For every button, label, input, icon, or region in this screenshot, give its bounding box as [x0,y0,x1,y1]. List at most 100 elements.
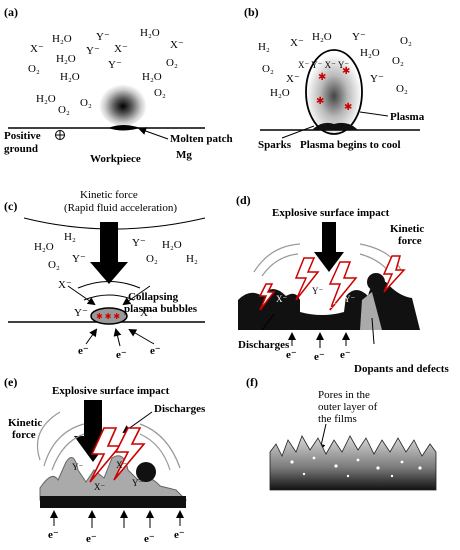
electron-label: e⁻ [78,345,89,357]
plasma-label: Plasma [390,111,425,123]
electron-label: e⁻ [86,533,97,545]
plasma-bubble [99,82,147,126]
species: H₂O [162,239,182,251]
species: O₂ [48,259,60,271]
svg-text:✱: ✱ [316,96,324,107]
species: O₂ [166,57,178,69]
electron-label: e⁻ [48,529,59,541]
discharge-bolts [89,427,146,483]
panel-d-ions: X⁻ Y⁻ X⁻ Y⁻ [276,286,355,310]
pores-label-line3: the films [318,413,357,425]
pores-label-line1: Pores in the [318,389,370,401]
species: H₂ [186,253,198,265]
species: H₂ [64,231,76,243]
species: O₂ [400,35,412,47]
svg-text:✱: ✱ [342,66,350,77]
molten-droplet [136,462,156,482]
discharges-label: Discharges [154,403,206,415]
species: X⁻ [286,73,300,85]
species: Y⁻ [74,307,88,319]
svg-text:Y⁻: Y⁻ [72,462,83,472]
panel-a-label: (a) [4,5,18,19]
molten-droplet [367,273,385,291]
sparks-pointer [281,125,315,139]
discharge-bolts [258,255,406,311]
svg-text:✱: ✱ [344,102,352,113]
down-arrow-icon [314,222,344,272]
species: Y⁻ [96,31,110,43]
species: X⁻ [170,39,184,51]
collapsing-bubble [90,307,128,325]
mg-label: Mg [176,149,192,161]
rapid-fluid-label: (Rapid fluid acceleration) [64,202,177,214]
panel-c: (c) Kinetic force (Rapid fluid accelerat… [4,189,206,361]
force-label: force [398,235,422,247]
porous-film [269,435,437,491]
species: X⁻ [30,43,44,55]
dopant-region [360,292,382,330]
kinetic-force-label: Kinetic force [80,189,138,201]
discharges-label: Discharges [238,339,290,351]
species: O₂ [80,97,92,109]
ground-label: ground [4,143,38,155]
species: H₂O [270,87,290,99]
sparks-label: Sparks [258,139,292,151]
panel-a-species: X⁻ H₂O Y⁻ H₂O X⁻ O₂ H₂O Y⁻ X⁻ O₂ H₂O Y⁻ … [28,27,184,116]
species: X⁻ [290,37,304,49]
svg-text:X⁻: X⁻ [326,300,337,310]
svg-text:Y⁻: Y⁻ [312,286,323,296]
species: H₂O [142,71,162,83]
species: H₂O [52,33,72,45]
species: H₂O [360,47,380,59]
collapsing-label: Collapsing [128,291,179,303]
pores-label-line2: outer layer of [318,401,378,413]
dopants-pointer [371,317,375,345]
species: H₂O [36,93,56,105]
molten-patch [312,122,358,130]
plasma-bubble [305,49,363,135]
species: O₂ [392,55,404,67]
film-layer [40,496,186,508]
panel-d: (d) Explosive surface impact Kinetic for… [236,193,449,375]
species: Y⁻ [86,45,100,57]
species: Y⁻ [352,31,366,43]
electron-label: e⁻ [286,349,297,361]
svg-text:X⁻: X⁻ [94,482,105,492]
species: H₂O [140,27,160,39]
species: X⁻ [58,279,72,291]
species: Y⁻ [370,73,384,85]
pores [290,456,422,478]
kinetic-label: Kinetic [8,417,42,429]
svg-text:Y⁻: Y⁻ [344,294,355,304]
down-arrow-icon [90,222,128,284]
species: O₂ [146,253,158,265]
species: H₂O [312,31,332,43]
svg-text:X⁻: X⁻ [276,294,287,304]
svg-text:✱ ✱ ✱: ✱ ✱ ✱ [96,312,120,321]
discharges-pointer [261,313,275,331]
electrons-c: e⁻ e⁻ e⁻ [78,328,161,361]
workpiece-label: Workpiece [90,153,141,165]
species: Y⁻ [132,237,146,249]
panel-b: (b) H₂ X⁻ H₂O Y⁻ O₂ H₂O O₂ O₂ H₂O O₂ X⁻ … [244,5,425,151]
electrons-e: e⁻ e⁻ e⁻ e⁻ [48,510,185,545]
electron-label: e⁻ [150,345,161,357]
species: O₂ [396,83,408,95]
panel-c-species: H₂O H₂ O₂ Y⁻ Y⁻ O₂ H₂O H₂ X⁻ Y⁻ X⁻ [34,231,198,319]
species: H₂O [34,241,54,253]
panel-c-label: (c) [4,199,17,213]
electron-label: e⁻ [174,529,185,541]
species: O₂ [28,63,40,75]
plasma-cool-label: Plasma begins to cool [300,139,401,151]
species: O₂ [58,104,70,116]
electron-label: e⁻ [144,533,155,545]
svg-text:X⁻: X⁻ [116,460,127,470]
species: H₂O [60,71,80,83]
svg-text:X⁻ Y⁻ X⁻ Y⁻: X⁻ Y⁻ X⁻ Y⁻ [298,60,349,70]
species: X⁻ [114,43,128,55]
explosive-label: Explosive surface impact [52,385,170,397]
panel-b-label: (b) [244,5,259,19]
svg-text:Y⁻: Y⁻ [132,478,143,488]
